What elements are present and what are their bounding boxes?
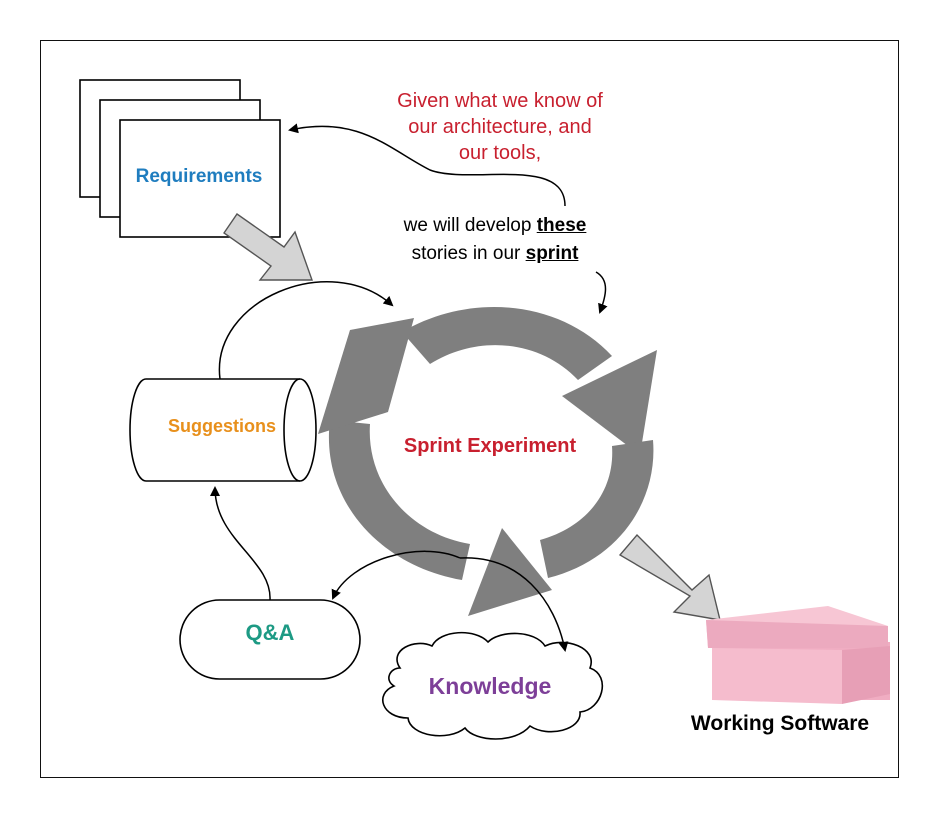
annotation-given: Given what we know of our architecture, … (355, 88, 645, 166)
qa-label: Q&A (245, 620, 295, 645)
gift-box-icon (706, 606, 890, 704)
circular-arrows-icon (318, 307, 657, 616)
knowledge-label: Knowledge (428, 673, 552, 699)
suggestions-label: Suggestions (167, 416, 276, 436)
annotation-sprint: sprint (525, 243, 579, 264)
suggestions-cylinder (129, 378, 317, 482)
diagram-frame (40, 40, 899, 778)
annotation-develop-prefix: we will develop (403, 215, 537, 236)
connector-arrows (210, 123, 608, 652)
sprint-experiment-label: Sprint Experiment (403, 435, 577, 457)
working-software-label: Working Software (690, 712, 870, 735)
annotation-line-2: our architecture, and (408, 116, 592, 138)
knowledge-cloud (382, 631, 603, 740)
requirements-document-stack (79, 79, 281, 238)
annotation-develop-middle: stories in our (411, 243, 526, 264)
requirements-flow-arrow (223, 213, 313, 281)
requirements-label: Requirements (135, 166, 263, 187)
annotation-develop: we will develop these stories in our spr… (365, 212, 625, 268)
annotation-line-1: Given what we know of (397, 90, 603, 112)
annotation-line-3: our tools, (458, 142, 542, 164)
annotation-these: these (536, 215, 587, 236)
output-flow-arrow (618, 533, 721, 621)
